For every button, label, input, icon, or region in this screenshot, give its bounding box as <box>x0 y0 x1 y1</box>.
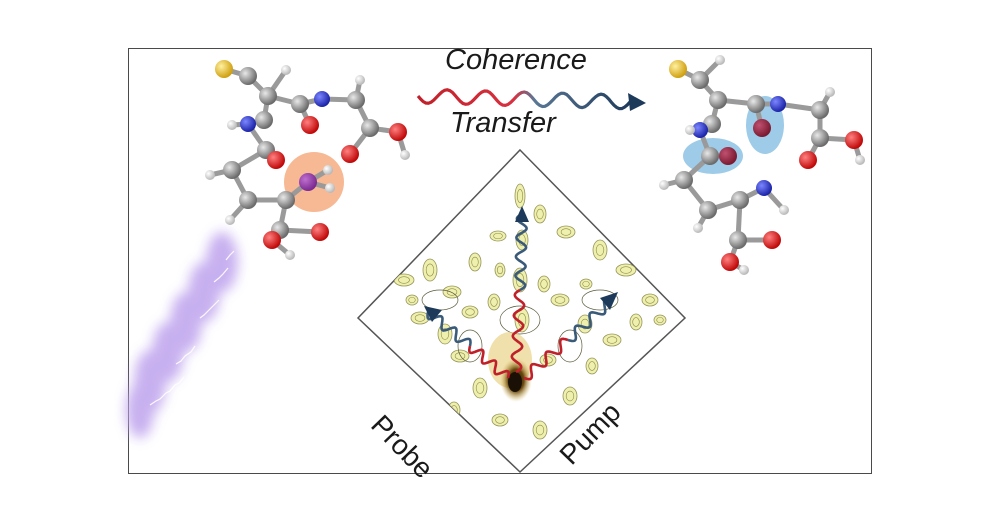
molecule-right <box>659 55 865 275</box>
molecule-left <box>205 60 410 260</box>
laser-pulse-train <box>126 232 238 438</box>
title-line1: Coherence <box>445 44 587 76</box>
spectrum-2d-map <box>356 148 687 474</box>
title-wave-arrow <box>416 88 646 111</box>
title-line2: Transfer <box>450 107 556 139</box>
coherence-wave-arrows <box>424 206 618 381</box>
